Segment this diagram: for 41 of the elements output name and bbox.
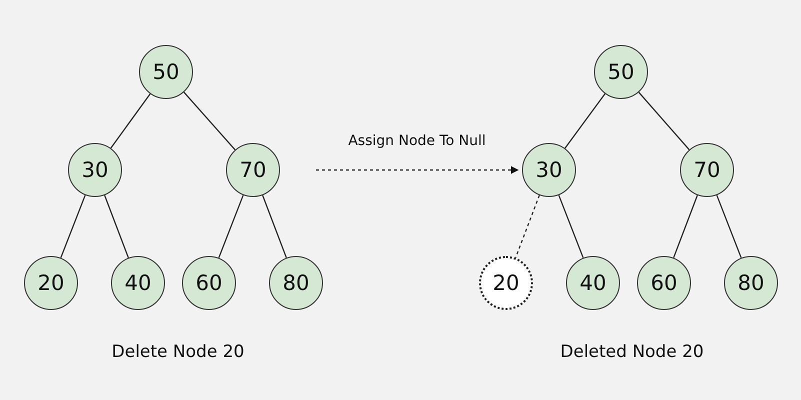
tree-edge [110, 94, 151, 148]
node-value: 30 [536, 158, 562, 182]
tree-edge [183, 92, 236, 150]
dashed-arrow [316, 166, 519, 174]
tree-node [182, 256, 236, 310]
tree-node [522, 143, 576, 197]
tree-node [111, 256, 165, 310]
tree-edge [564, 93, 606, 149]
tree-edge [262, 195, 287, 258]
node-value: 40 [124, 271, 152, 295]
tree-node [680, 143, 734, 197]
tree-edge [60, 194, 86, 258]
tree-node [637, 256, 691, 310]
tree-edge [558, 194, 584, 258]
node-value: 70 [240, 158, 266, 182]
tree-node [566, 256, 620, 310]
caption: Delete Node 20 [112, 342, 244, 362]
node-value: 50 [608, 60, 634, 84]
tree-edge [716, 194, 742, 258]
node-value: 20 [492, 271, 520, 295]
tree-node [594, 45, 648, 99]
node-value: 20 [38, 271, 64, 295]
tree-node [269, 256, 323, 310]
node-value: 50 [152, 60, 180, 84]
tree-node [724, 256, 778, 310]
node-value: 30 [82, 158, 108, 182]
tree-edge [673, 195, 698, 258]
tree-node [226, 143, 280, 197]
tree-edge [638, 92, 690, 150]
tree-edge [104, 195, 129, 258]
node-value: 70 [694, 158, 720, 182]
caption: Deleted Node 20 [560, 342, 704, 362]
tree-node [24, 256, 78, 310]
node-value: 40 [580, 271, 606, 295]
tree-node [68, 143, 122, 197]
tree-node [139, 45, 193, 99]
node-value: 80 [738, 271, 764, 295]
node-value: 60 [650, 271, 678, 295]
tree-edge [218, 194, 244, 258]
node-value: 60 [196, 271, 222, 295]
node-value: 80 [282, 271, 310, 295]
